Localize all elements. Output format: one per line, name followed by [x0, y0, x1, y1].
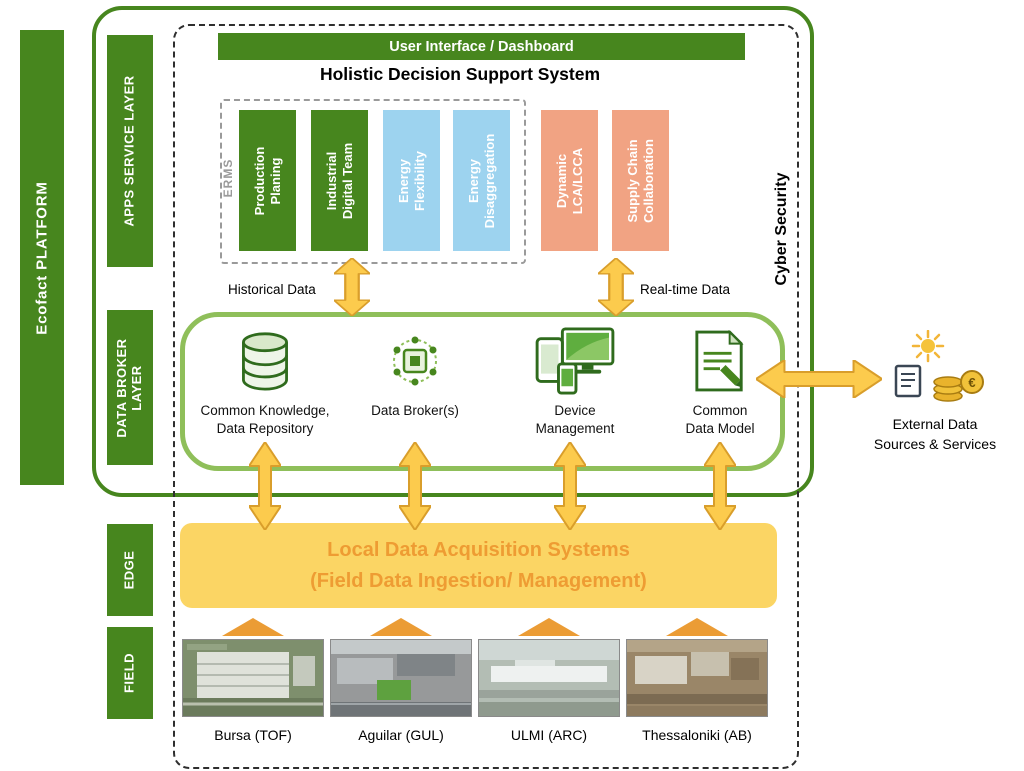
double-arrow-icon: [754, 359, 884, 399]
field-up-arrow-3: [518, 618, 580, 636]
layer-bar-apps: APPS SERVICE LAYER: [107, 35, 153, 267]
common-data-model-label: Common Data Model: [685, 403, 755, 436]
module-industrial-digital-team: Industrial Digital Team: [311, 110, 368, 251]
factory-photo-bursa: [182, 639, 324, 717]
factory-photo-ulmi: [478, 639, 620, 717]
broker-item-data-broker: Data Broker(s): [350, 324, 480, 420]
layer-bar-field: FIELD: [107, 627, 153, 719]
broker-item-common-data-model: Common Data Model: [655, 324, 785, 437]
external-document-icon: [894, 364, 922, 398]
module-supply-chain-collaboration-label: Supply Chain Collaboration: [624, 138, 656, 223]
cyber-security-label: Cyber Security: [773, 172, 790, 286]
device-management-label: Device Management: [535, 403, 615, 436]
double-arrow-icon: [553, 441, 587, 531]
network-nodes-icon: [350, 324, 480, 398]
module-production-planing: Production Planing: [239, 110, 296, 251]
coins-icon: €: [933, 370, 984, 402]
factory-label-ulmi: ULMI (ARC): [510, 727, 588, 743]
module-energy-flexibility-label: Energy Flexibility: [395, 150, 427, 211]
double-arrow-icon: [596, 257, 636, 317]
broker-item-device-management: Device Management: [510, 324, 640, 437]
system-dashed-border: [173, 24, 799, 769]
field-up-arrow-2: [370, 618, 432, 636]
document-pencil-icon: [655, 324, 785, 398]
sun-icon: [911, 329, 945, 363]
module-dynamic-lca-label: Dynamic LCA/LCCA: [553, 147, 585, 214]
double-arrow-icon: [332, 257, 372, 317]
field-up-arrow-1: [222, 618, 284, 636]
double-arrow-icon: [398, 441, 432, 531]
platform-bar: Ecofact PLATFORM: [20, 30, 64, 485]
broker-edge-arrow-4: [703, 441, 737, 531]
layer-bar-edge: EDGE: [107, 524, 153, 616]
layer-bar-broker: DATA BROKER LAYER: [107, 310, 153, 465]
database-icon: [190, 324, 340, 398]
module-energy-disaggregation: Energy Disaggregation: [453, 110, 510, 251]
broker-edge-arrow-1: [248, 441, 282, 531]
factory-photo-thessaloniki: [626, 639, 768, 717]
layer-bar-apps-label: APPS SERVICE LAYER: [121, 75, 137, 227]
historical-data-arrow: [332, 257, 372, 317]
double-arrow-icon: [248, 441, 282, 531]
factory-label-bursa: Bursa (TOF): [214, 727, 292, 743]
module-supply-chain-collaboration: Supply Chain Collaboration: [612, 110, 669, 251]
external-sources-icons: €: [890, 329, 990, 408]
svg-text:€: €: [968, 375, 975, 390]
external-sources-label: External Data Sources & Services: [873, 416, 997, 452]
devices-icon: [510, 324, 640, 398]
module-energy-flexibility: Energy Flexibility: [383, 110, 440, 251]
layer-bar-field-label: FIELD: [121, 652, 137, 694]
realtime-data-arrow: [596, 257, 636, 317]
realtime-data-label: Real-time Data: [640, 282, 731, 297]
factory-photo-aguilar: [330, 639, 472, 717]
module-dynamic-lca: Dynamic LCA/LCCA: [541, 110, 598, 251]
repository-label: Common Knowledge, Data Repository: [200, 403, 330, 436]
field-up-arrow-4: [666, 618, 728, 636]
broker-item-repository: Common Knowledge, Data Repository: [190, 324, 340, 437]
historical-data-label: Historical Data: [228, 282, 316, 297]
data-broker-label: Data Broker(s): [371, 403, 459, 418]
layer-bar-broker-label: DATA BROKER LAYER: [114, 337, 144, 438]
local-data-acquisition-label: Local Data Acquisition Systems (Field Da…: [310, 538, 647, 592]
factory-label-aguilar: Aguilar (GUL): [358, 727, 444, 743]
double-arrow-icon: [703, 441, 737, 531]
platform-border: [92, 6, 814, 497]
broker-edge-arrow-3: [553, 441, 587, 531]
local-data-acquisition-box: Local Data Acquisition Systems (Field Da…: [180, 523, 777, 608]
broker-edge-arrow-2: [398, 441, 432, 531]
erms-box: [220, 99, 526, 264]
module-production-planing-label: Production Planing: [251, 146, 283, 215]
module-energy-disaggregation-label: Energy Disaggregation: [465, 133, 497, 228]
ui-dashboard-bar: User Interface / Dashboard: [218, 33, 745, 60]
platform-bar-label: Ecofact PLATFORM: [33, 180, 51, 335]
erms-label: ERMS: [221, 158, 235, 198]
external-data-arrow: [754, 359, 884, 399]
layer-bar-edge-label: EDGE: [121, 550, 137, 590]
factory-label-thessaloniki: Thessaloniki (AB): [642, 727, 752, 743]
hdss-title: Holistic Decision Support System: [319, 64, 601, 84]
module-industrial-digital-team-label: Industrial Digital Team: [323, 142, 355, 219]
